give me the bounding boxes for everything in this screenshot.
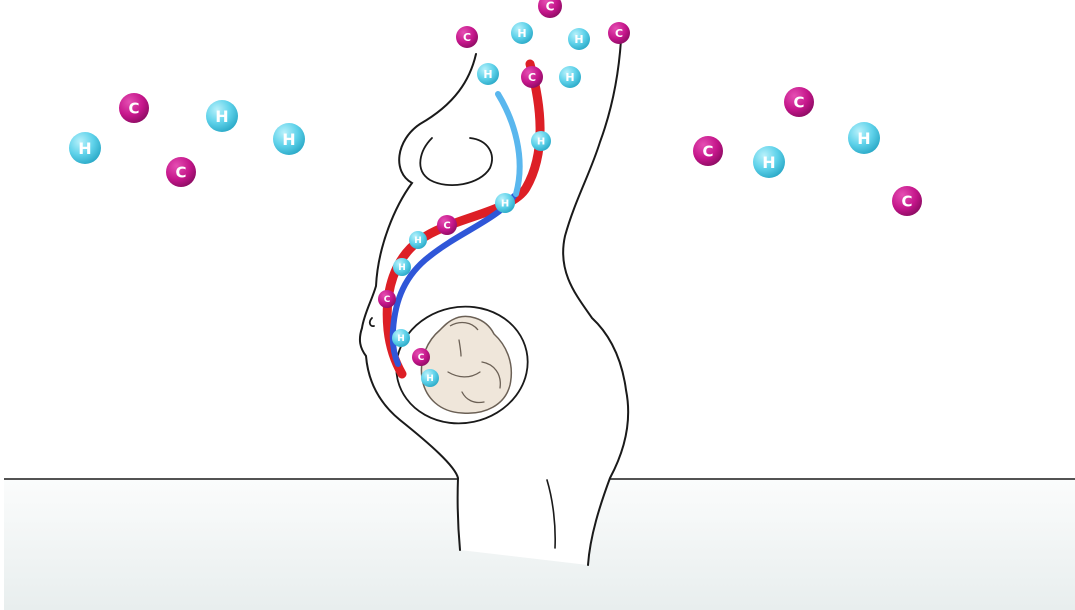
hydrogen-molecule-icon: H: [848, 122, 880, 154]
carbon-molecule-icon: C: [693, 136, 723, 166]
carbon-molecule-icon: C: [412, 348, 430, 366]
carbon-label: C: [901, 192, 912, 210]
hydrogen-molecule-icon: H: [392, 329, 410, 347]
carbon-label: C: [384, 295, 391, 305]
hydrogen-label: H: [398, 263, 406, 273]
hydrogen-molecule-icon: H: [495, 193, 515, 213]
carbon-label: C: [528, 71, 536, 84]
hydrogen-label: H: [78, 139, 91, 158]
hydrogen-molecule-icon: H: [559, 66, 581, 88]
carbon-label: C: [702, 142, 713, 160]
hydrogen-label: H: [414, 236, 422, 246]
hydrogen-label: H: [483, 68, 492, 81]
carbon-molecule-icon: C: [538, 0, 562, 18]
hydrogen-label: H: [215, 107, 228, 126]
hydrogen-molecule-icon: H: [273, 123, 305, 155]
hydrogen-label: H: [857, 129, 870, 148]
hydrogen-molecule-icon: H: [568, 28, 590, 50]
carbon-molecule-icon: C: [784, 87, 814, 117]
hydrogen-label: H: [501, 199, 509, 210]
hydrogen-molecule-icon: H: [531, 131, 551, 151]
carbon-molecule-icon: C: [456, 26, 478, 48]
hydrogen-molecule-icon: H: [477, 63, 499, 85]
hydrogen-label: H: [282, 130, 295, 149]
hydrogen-label: H: [517, 27, 526, 40]
hydrogen-molecule-icon: H: [511, 22, 533, 44]
carbon-molecule-icon: C: [378, 290, 396, 308]
carbon-molecule-icon: C: [608, 22, 630, 44]
hydrogen-molecule-icon: H: [753, 146, 785, 178]
hydrogen-label: H: [397, 334, 405, 344]
carbon-molecule-icon: C: [166, 157, 196, 187]
hydrogen-label: H: [574, 33, 583, 46]
hydrogen-molecule-icon: H: [409, 231, 427, 249]
hydrogen-molecule-icon: H: [421, 369, 439, 387]
hydrogen-label: H: [565, 71, 574, 84]
hydrogen-molecule-icon: H: [69, 132, 101, 164]
hydrogen-label: H: [537, 137, 545, 148]
carbon-label: C: [443, 221, 450, 232]
carbon-molecule-icon: C: [119, 93, 149, 123]
hydrogen-label: H: [426, 374, 434, 384]
carbon-molecule-icon: C: [437, 215, 457, 235]
carbon-label: C: [418, 353, 425, 363]
carbon-label: C: [128, 99, 139, 117]
carbon-label: C: [615, 27, 623, 40]
carbon-molecule-icon: C: [892, 186, 922, 216]
hydrogen-molecule-icon: H: [206, 100, 238, 132]
hydrogen-label: H: [762, 153, 775, 172]
carbon-label: C: [546, 0, 555, 13]
carbon-label: C: [463, 31, 471, 44]
carbon-label: C: [793, 93, 804, 111]
hydrogen-molecule-icon: H: [393, 258, 411, 276]
carbon-molecule-icon: C: [521, 66, 543, 88]
carbon-label: C: [175, 163, 186, 181]
